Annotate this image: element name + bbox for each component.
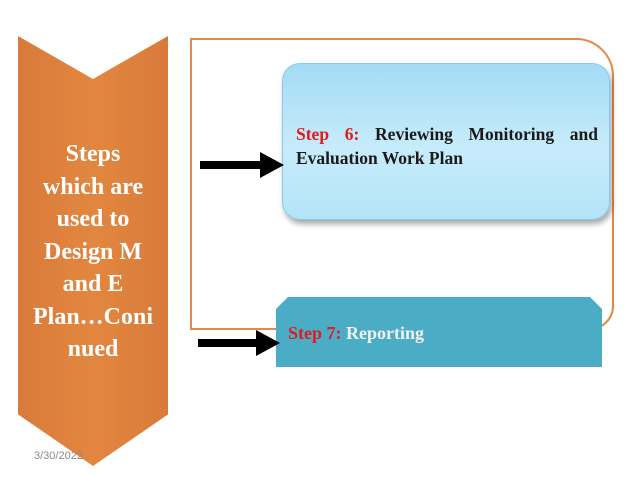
chevron-line: nued <box>67 336 119 362</box>
step6-description: Reviewing Monitoring and Evaluation Work… <box>296 124 598 168</box>
chevron-line: Plan…Coni <box>32 303 154 330</box>
step7-description: Reporting <box>346 323 424 343</box>
chevron-line: used to <box>56 206 130 232</box>
slide-date: 3/30/2022 <box>34 450 83 462</box>
step7-box <box>276 297 602 367</box>
right-arrow-icon <box>198 330 280 356</box>
step6-box <box>282 63 610 220</box>
step7-text: Step 7: Reporting <box>288 323 424 344</box>
chevron-line: Steps <box>65 141 121 167</box>
chevron-title: Steps which are used to Design M and E P… <box>0 138 186 366</box>
right-arrow-icon <box>200 152 284 178</box>
chevron-line: and E <box>62 271 124 297</box>
step7-label: Step 7: <box>288 323 342 343</box>
chevron-line: Design M <box>44 238 142 265</box>
chevron-shape <box>18 36 168 466</box>
chevron-line: which are <box>42 173 144 200</box>
step6-text: Step 6: Reviewing Monitoring and Evaluat… <box>296 122 598 170</box>
step6-label: Step 6: <box>296 124 360 144</box>
